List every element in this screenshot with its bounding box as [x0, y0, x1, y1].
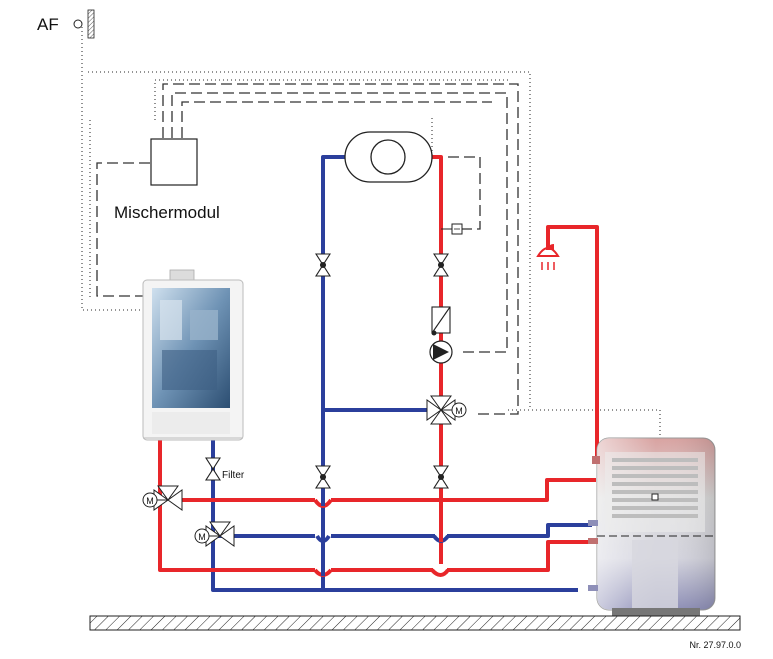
- supply-pipes: [158, 155, 599, 572]
- heat-exchanger-coil: [612, 458, 698, 518]
- mixer-module-label: Mischermodul: [114, 203, 220, 222]
- return-pipes: [211, 155, 592, 592]
- motor-label: M: [146, 496, 154, 506]
- valve-icon: [314, 465, 332, 489]
- valve-icon: [314, 253, 332, 277]
- motor-label: M: [455, 406, 463, 416]
- heat-consumer: [344, 131, 433, 183]
- control-lines: [96, 83, 519, 415]
- outdoor-sensor: AF: [37, 9, 95, 39]
- mixer-module: Mischermodul: [114, 138, 220, 222]
- storage-tank: [588, 437, 716, 616]
- check-valve: [431, 306, 451, 336]
- outdoor-sensor-icon: [73, 9, 95, 39]
- outdoor-sensor-label: AF: [37, 15, 59, 34]
- drawing-number: Nr. 27.97.0.0: [689, 640, 741, 650]
- shutoff-valves: [204, 253, 450, 489]
- valve-icon: [432, 253, 450, 277]
- shower-icon: [536, 244, 560, 270]
- three-way-valve-icon: M: [426, 395, 467, 425]
- motor-label: M: [198, 532, 206, 542]
- filter-label: Filter: [222, 470, 245, 481]
- boiler: [142, 269, 244, 441]
- supply-temperature-sensor: [441, 223, 463, 235]
- floor-hatch: [89, 615, 741, 631]
- filter-valve-icon: [204, 457, 222, 481]
- pump-icon: [429, 340, 453, 364]
- valve-icon: [432, 465, 450, 489]
- three-way-valve-icon: M: [142, 485, 183, 511]
- three-way-valve-icon: M: [194, 521, 235, 547]
